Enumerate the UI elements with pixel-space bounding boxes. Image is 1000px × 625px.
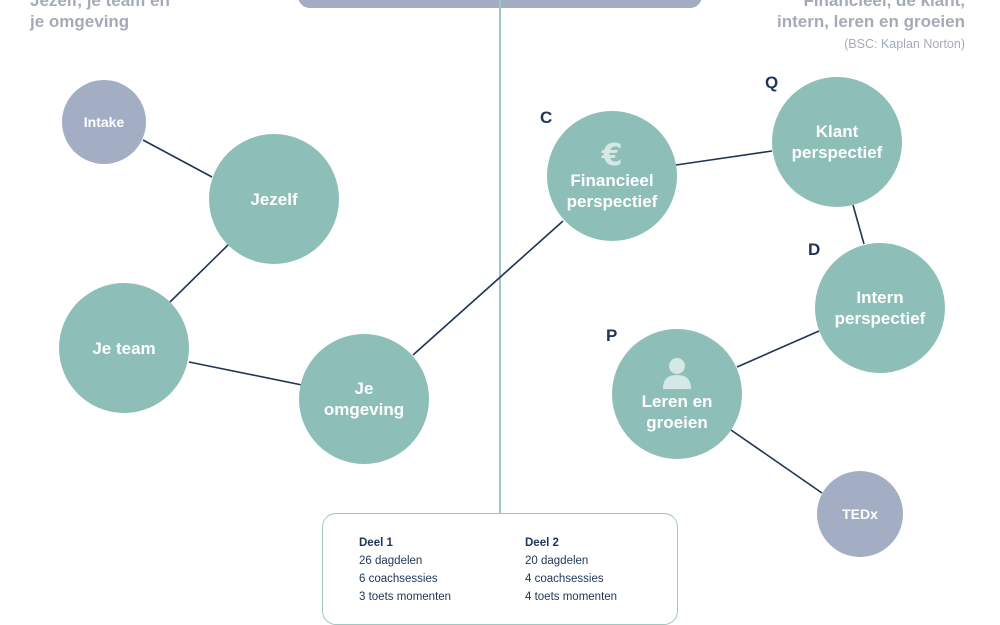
node-klant-line2: perspectief bbox=[791, 143, 883, 162]
info-deel2-item: 4 toets momenten bbox=[525, 591, 618, 603]
node-tedx: TEDx bbox=[817, 471, 903, 557]
node-klant-line1: Klant bbox=[815, 122, 859, 141]
letter-q: Q bbox=[765, 73, 779, 92]
person-icon bbox=[663, 358, 691, 389]
letter-p: P bbox=[606, 326, 618, 345]
left-heading: Jezelf, je team en je omgeving bbox=[30, 0, 170, 32]
connector-lines bbox=[142, 139, 865, 494]
connector-intake-jezelf bbox=[142, 139, 213, 178]
node-je-omgeving-line2: omgeving bbox=[323, 400, 405, 419]
node-leren: Leren en groeien bbox=[612, 329, 742, 459]
info-deel1-item: 3 toets momenten bbox=[359, 591, 452, 603]
info-deel2-item: 20 dagdelen bbox=[525, 555, 589, 567]
connector-leren-tedx bbox=[730, 429, 823, 494]
node-intake: Intake bbox=[62, 80, 146, 164]
connector-jeteam-omgeving bbox=[188, 361, 303, 386]
connector-omgeving-financieel bbox=[412, 220, 564, 356]
node-je-team-label: Je team bbox=[92, 338, 156, 358]
node-financieel-line1: Financieel bbox=[570, 171, 654, 190]
right-heading: Financieel, de klant, intern, leren en g… bbox=[777, 0, 965, 32]
info-deel1-item: 6 coachsessies bbox=[359, 573, 438, 585]
info-deel2-item: 4 coachsessies bbox=[525, 573, 604, 585]
right-heading-line1: Financieel, de klant, bbox=[803, 0, 965, 10]
info-deel1-item: 26 dagdelen bbox=[359, 555, 423, 567]
info-deel2: Deel 2 20 dagdelen 4 coachsessies 4 toet… bbox=[525, 534, 617, 606]
right-heading-line2: intern, leren en groeien bbox=[777, 12, 965, 31]
connector-intern-leren bbox=[736, 330, 820, 368]
left-heading-line2: je omgeving bbox=[30, 12, 130, 31]
node-klant: Klant perspectief bbox=[772, 77, 902, 207]
info-deel2-title: Deel 2 bbox=[525, 537, 559, 549]
node-jezelf-label: Jezelf bbox=[250, 189, 298, 209]
node-intern-line2: perspectief bbox=[834, 309, 926, 328]
diagram-canvas: Jezelf, je team en je omgeving Financiee… bbox=[30, 0, 965, 625]
node-tedx-label: TEDx bbox=[842, 505, 878, 522]
node-intern: Intern perspectief bbox=[815, 243, 945, 373]
connector-financieel-klant bbox=[675, 150, 773, 166]
connector-jezelf-jeteam bbox=[169, 243, 230, 303]
letter-c: C bbox=[540, 108, 553, 127]
connector-klant-intern bbox=[852, 204, 865, 245]
letter-d: D bbox=[808, 240, 821, 259]
svg-text:€: € bbox=[601, 140, 623, 168]
node-leren-line2: groeien bbox=[646, 413, 708, 432]
node-intern-line1: Intern bbox=[856, 288, 904, 307]
node-intake-label: Intake bbox=[83, 113, 125, 130]
node-jezelf: Jezelf bbox=[209, 134, 339, 264]
node-je-team: Je team bbox=[59, 283, 189, 413]
node-financieel-line2: perspectief bbox=[566, 192, 658, 211]
info-deel1: Deel 1 26 dagdelen 6 coachsessies 3 toet… bbox=[359, 534, 451, 606]
euro-icon: € bbox=[601, 140, 623, 168]
center-divider bbox=[499, 0, 501, 516]
bsc-note: (BSC: Kaplan Norton) bbox=[844, 37, 965, 51]
left-heading-line1: Jezelf, je team en bbox=[30, 0, 170, 10]
info-box: Deel 1 26 dagdelen 6 coachsessies 3 toet… bbox=[322, 513, 678, 625]
node-je-omgeving-line1: Je bbox=[354, 379, 374, 398]
node-financieel: € Financieel perspectief bbox=[547, 111, 677, 241]
info-deel1-title: Deel 1 bbox=[359, 537, 393, 549]
node-leren-line1: Leren en bbox=[641, 392, 713, 411]
node-je-omgeving: Je omgeving bbox=[299, 334, 429, 464]
